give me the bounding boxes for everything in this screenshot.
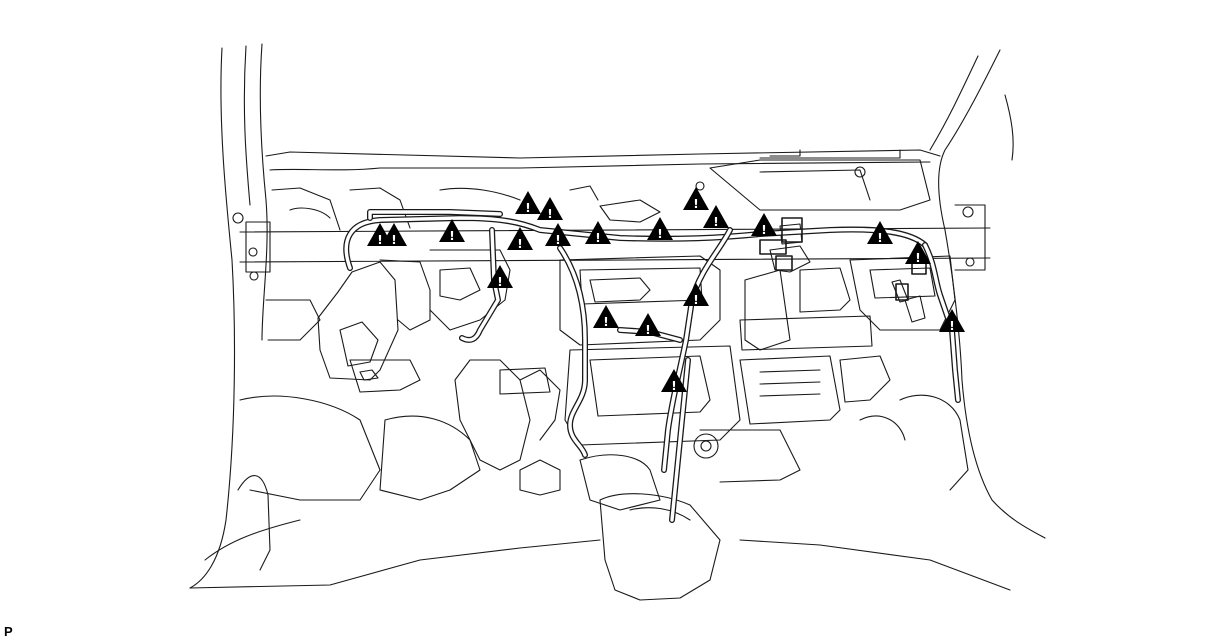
warning-triangle-icon: ! [507,227,533,251]
warning-triangle-glyph: ! [525,201,530,215]
harness-branch-center-drop [557,245,588,458]
center-console [559,255,891,601]
steering-column-area [239,249,561,501]
warning-triangle-glyph: ! [761,223,766,237]
connector-block [759,239,787,255]
right-side-components [769,223,969,491]
connector-block [781,217,803,243]
warning-triangle-glyph: ! [713,215,718,229]
connector-block [775,255,793,271]
warning-triangle-glyph: ! [391,233,396,247]
harness-branch-console-drop [661,227,733,473]
warning-triangle-glyph: ! [645,323,650,337]
warning-triangle-glyph: ! [595,231,600,245]
warning-triangle-glyph: ! [517,237,522,251]
warning-triangle-icon: ! [867,221,893,245]
cowl-top [265,149,941,159]
left-sill [204,519,301,561]
warning-triangle-glyph: ! [693,293,698,307]
left-a-pillar-inner [259,43,268,341]
floor-left [189,539,601,589]
warning-triangle-icon: ! [537,197,563,221]
warning-triangle-icon: ! [439,219,465,243]
warning-triangle-icon: ! [593,305,619,329]
warning-triangle-glyph: ! [547,207,552,221]
left-a-pillar-edge [243,45,251,206]
warning-triangle-glyph: ! [449,229,454,243]
warning-triangle-icon: ! [683,187,709,211]
right-pillar-edge [1004,94,1014,161]
warning-triangle-icon: ! [905,241,931,265]
left-a-pillar [189,47,236,589]
left-kick-panel [237,475,271,571]
dash-structures [271,149,931,231]
warning-triangle-glyph: ! [693,197,698,211]
warning-triangle-glyph: ! [915,251,920,265]
warning-triangle-icon: ! [661,369,687,393]
warning-triangle-glyph: ! [671,379,676,393]
body-frame [189,43,1046,591]
warning-triangle-icon: ! [585,221,611,245]
warning-triangle-icon: ! [635,313,661,337]
warning-triangle-icon: ! [487,265,513,289]
warning-triangle-icon: ! [683,283,709,307]
warning-triangle-icon: ! [751,213,777,237]
warning-triangle-glyph: ! [555,233,560,247]
warning-triangle-glyph: ! [377,233,382,247]
warning-triangle-glyph: ! [877,231,882,245]
figure-code: P [4,624,13,639]
cowl-top-inner [269,161,931,171]
warning-triangle-glyph: ! [603,315,608,329]
warning-triangle-glyph: ! [949,319,954,333]
warning-triangle-icon: ! [939,309,965,333]
floor-right [739,539,1011,591]
warning-triangle-icon: ! [515,191,541,215]
warning-triangle-glyph: ! [657,227,662,241]
warning-triangle-icon: ! [647,217,673,241]
warning-triangle-glyph: ! [497,275,502,289]
connector-block [895,283,909,301]
right-a-pillar [938,49,1046,539]
clamp-markers: !!!!!!!!!!!!!!!!!!!! [367,187,965,393]
warning-triangle-icon: ! [545,223,571,247]
warning-triangle-icon: ! [381,223,407,247]
warning-triangle-icon: ! [703,205,729,229]
right-a-pillar-inner [929,55,979,151]
